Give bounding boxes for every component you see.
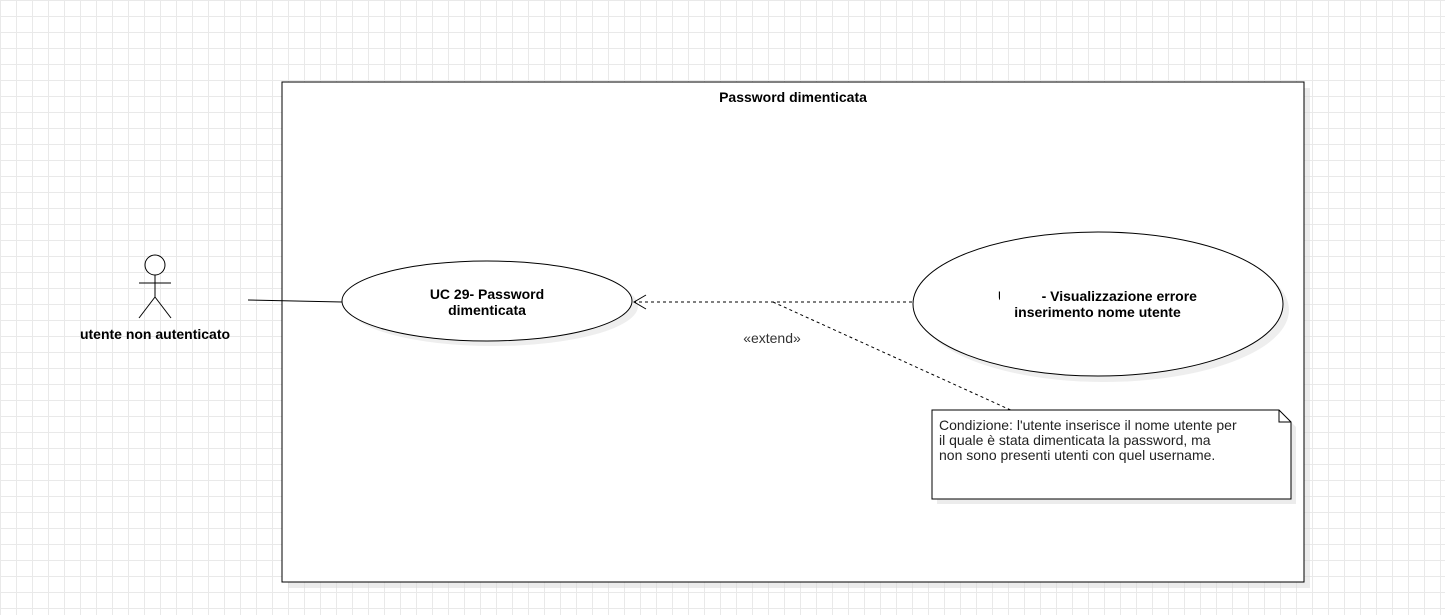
- uc29-label-line2: dimenticata: [448, 302, 526, 318]
- note-text: Condizione: l'utente inserisce il nome u…: [939, 418, 1291, 463]
- note-line: non sono presenti utenti con quel userna…: [939, 447, 1216, 463]
- boundary-title: Password dimenticata: [719, 89, 867, 105]
- actor-stick-figure[interactable]: [138, 254, 172, 319]
- uc29-label-line1: UC 29- Password: [429, 286, 545, 302]
- association-line[interactable]: [247, 299, 343, 303]
- uc-error-label-line2: inserimento nome utente: [1014, 304, 1181, 320]
- redaction-mark: [1000, 285, 1038, 305]
- note-box[interactable]: [931, 409, 1292, 500]
- note-line: il quale è stata dimenticata la password…: [939, 432, 1211, 448]
- extend-arrowhead: [633, 294, 647, 310]
- uc-error-label: UC - Visualizzazione errore inserimento …: [935, 288, 1260, 320]
- extend-label: «extend»: [743, 330, 801, 346]
- uc29-label: UC 29- Password dimenticata: [362, 286, 612, 318]
- note-fold: [1278, 410, 1291, 423]
- use-case-uc29[interactable]: [341, 260, 633, 342]
- uc-error-label-line1: UC - Visualizzazione errore: [998, 288, 1197, 304]
- note-line: Condizione: l'utente inserisce il nome u…: [939, 417, 1237, 433]
- actor-label: utente non autenticato: [79, 326, 231, 342]
- note-connector[interactable]: [772, 301, 1016, 413]
- use-case-error[interactable]: [912, 231, 1284, 377]
